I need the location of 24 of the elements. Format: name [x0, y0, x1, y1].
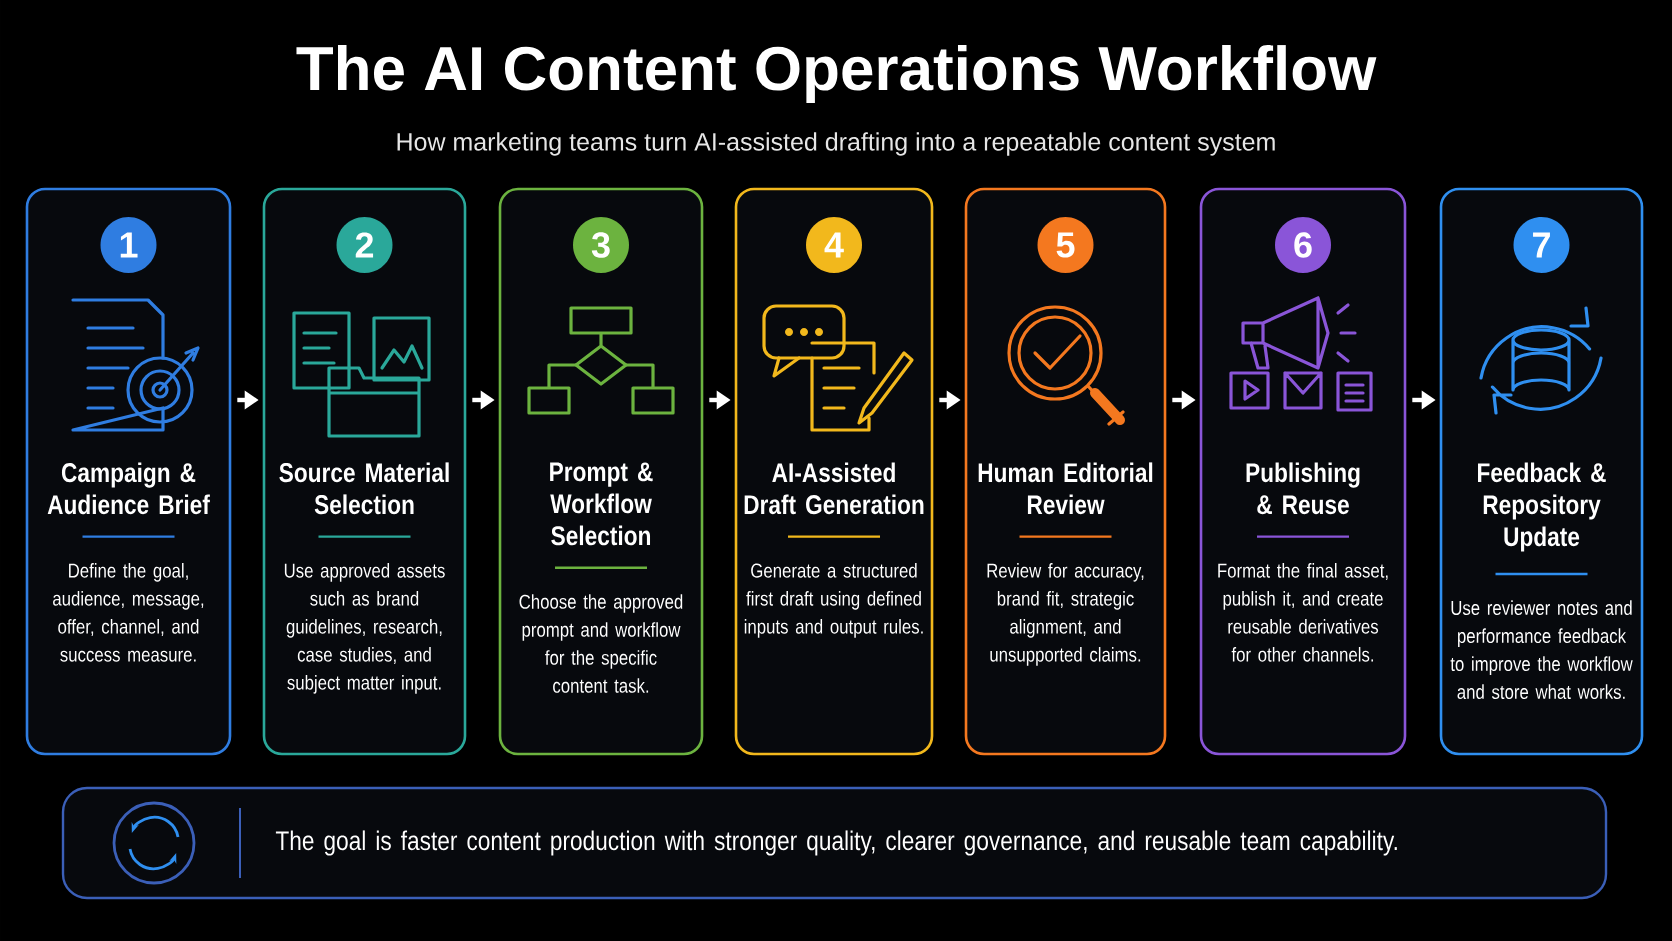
step-number: 1 — [100, 217, 157, 273]
step-title: Human Editorial Review — [978, 462, 1153, 515]
step-title: AI-Assisted Draft Generation — [744, 462, 924, 515]
subtitle: How marketing teams turn AI-assisted drafting into a repeatable content system — [397, 132, 1275, 156]
step-number: 3 — [573, 217, 629, 273]
step-number: 6 — [1275, 217, 1331, 273]
step-description: Format the final asset, publish it, and create reusable derivatives for other channels. — [1218, 563, 1388, 662]
step-description: Generate a structured first draft using defined inputs and output rules. — [744, 563, 923, 638]
step-title: Publishing & Reuse — [1246, 462, 1360, 515]
step-title: Feedback & Repository Update — [1478, 462, 1606, 552]
step-title: Campaign & Audience Brief — [47, 462, 210, 515]
summary-banner: The goal is faster content production with stronger quality, clearer governance, and reusable team capability. — [61, 786, 1608, 900]
step-number: 7 — [1513, 217, 1570, 273]
step-description: Choose the approved prompt and workflow for the specific content task. — [519, 594, 683, 693]
step-title: Prompt & Workflow Selection — [550, 462, 653, 546]
step-number: 4 — [806, 217, 862, 273]
step-description: Use reviewer notes and performance feedback to improve the workflow and store what works. — [1450, 600, 1633, 700]
step-number: 2 — [336, 217, 393, 273]
step-description: Use approved assets such as brand guidelines, research, case studies, and subject matter input. — [284, 563, 445, 694]
step-description: Review for accuracy, brand fit, strategic alignment, and unsupported claims. — [987, 563, 1144, 666]
title: The AI Content Operations Workflow — [296, 45, 1377, 103]
step-title: Source Material Selection — [279, 462, 449, 515]
step-description: Define the goal, audience, message, offer, channel, and success measure. — [53, 563, 204, 662]
step-number: 5 — [1037, 217, 1094, 273]
